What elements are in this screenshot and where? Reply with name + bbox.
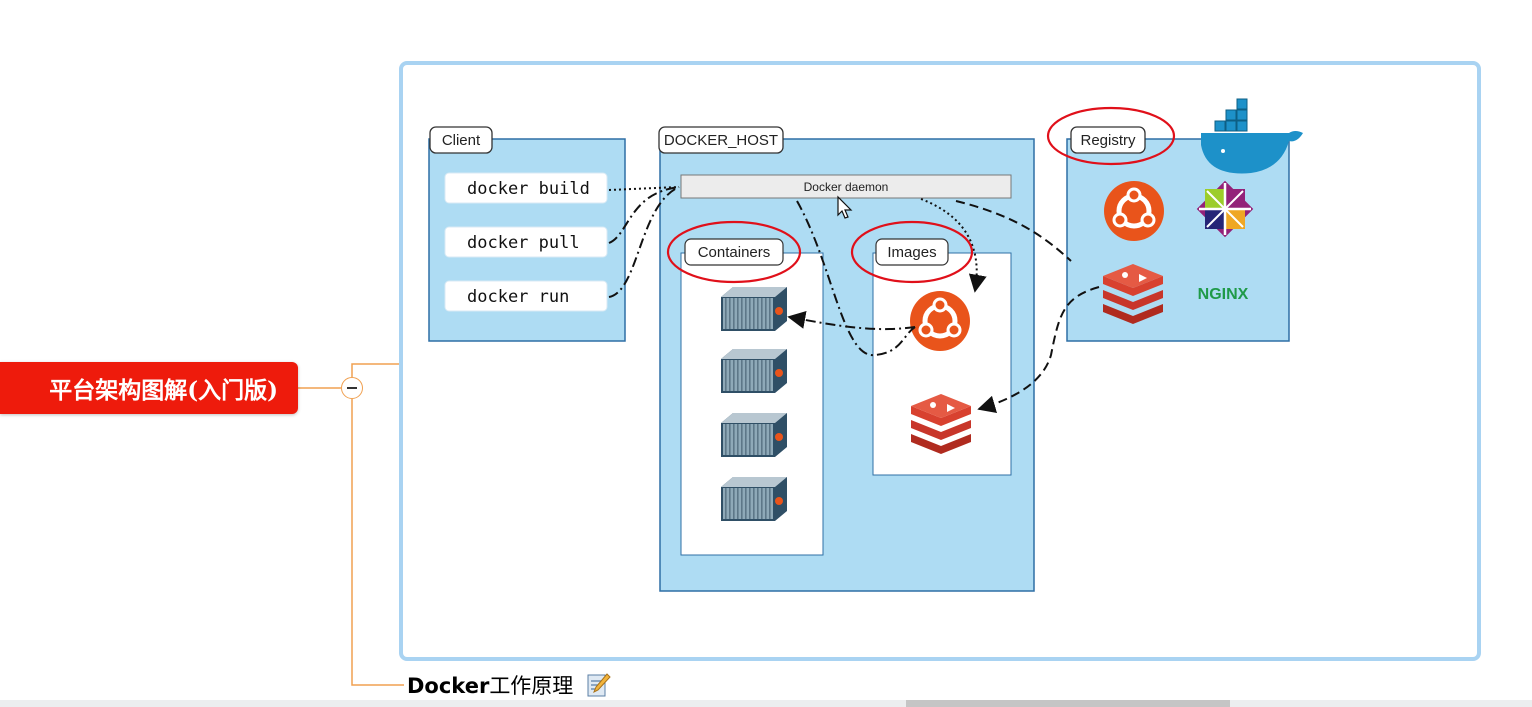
docker-architecture-diagram: Client docker build docker pull docker r… [428, 98, 1303, 592]
central-topic[interactable]: 平台架构图解(入门版) [0, 362, 298, 414]
collapse-icon[interactable] [341, 377, 363, 399]
bottom-scrollbar-track[interactable] [0, 700, 1532, 707]
central-topic-label: 平台架构图解(入门版) [49, 377, 278, 404]
containers-title: Containers [698, 244, 771, 261]
client-command-list: docker build docker pull docker run [444, 172, 608, 312]
mouse-cursor-icon [837, 195, 853, 219]
container-icon [721, 287, 787, 331]
container-icon [721, 349, 787, 393]
redis-logo-icon [1103, 264, 1163, 324]
note-icon[interactable] [585, 672, 612, 698]
redis-logo-icon [911, 394, 971, 454]
flow-arrows [608, 186, 1100, 414]
images-tab [875, 238, 949, 266]
containers-tab [684, 238, 784, 266]
centos-logo-icon [1196, 180, 1254, 238]
images-title: Images [887, 244, 936, 261]
docker-host-title: DOCKER_HOST [664, 132, 778, 149]
docker-daemon-bar [680, 174, 1012, 199]
docker-whale-icon [1201, 98, 1303, 174]
ubuntu-logo-icon [910, 291, 970, 351]
registry-tab [1070, 126, 1146, 154]
embedded-image[interactable]: Client docker build docker pull docker r… [399, 61, 1481, 661]
images-panel [872, 252, 1012, 476]
annotation-circles [666, 106, 1176, 284]
container-icon [721, 477, 787, 521]
child-topic-label-latin: Docker [407, 674, 490, 698]
docker-host-tab [658, 126, 784, 154]
command-docker-build: docker build [467, 179, 590, 199]
docker-daemon-label: Docker daemon [804, 180, 889, 194]
ubuntu-logo-icon [1104, 181, 1164, 241]
nginx-logo: NGINX [1198, 286, 1249, 303]
child-topic[interactable]: Docker工作原理 [407, 670, 612, 700]
bottom-scrollbar-thumb[interactable] [906, 700, 1230, 707]
child-topic-label-cjk: 工作原理 [489, 674, 574, 698]
container-icon [721, 413, 787, 457]
client-title: Client [442, 132, 481, 149]
client-tab [429, 126, 493, 154]
command-docker-pull: docker pull [467, 233, 580, 253]
command-docker-run: docker run [467, 287, 569, 307]
registry-title: Registry [1080, 132, 1136, 149]
